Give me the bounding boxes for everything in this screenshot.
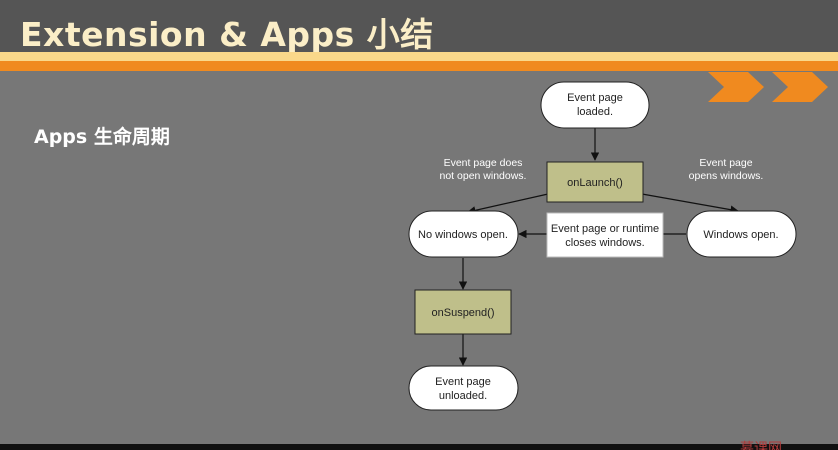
node-no-windows-open	[408, 210, 519, 258]
node-onlaunch-label: onLaunch()	[567, 177, 623, 189]
decor-stripe-yellow	[0, 52, 838, 61]
node-event-page-loaded-line2: loaded.	[577, 106, 613, 118]
node-onsuspend-label: onSuspend()	[432, 307, 495, 319]
node-event-page-loaded	[540, 81, 650, 129]
node-event-page-unloaded-line2: unloaded.	[439, 390, 487, 402]
node-onsuspend	[414, 289, 512, 335]
label-opens-line1: Event page	[699, 157, 752, 169]
bottom-band	[0, 444, 838, 450]
label-not-open-line1: Event page does	[444, 157, 523, 169]
node-windows-open	[686, 210, 797, 258]
slide-title: Extension & Apps 小结	[20, 15, 434, 54]
node-event-page-unloaded	[408, 365, 519, 411]
section-title: Apps 生命周期	[34, 126, 170, 148]
decor-stripe-orange	[0, 61, 838, 71]
node-windows-open-label: Windows open.	[703, 229, 778, 241]
node-closes-windows-line2: closes windows.	[565, 237, 644, 249]
node-no-windows-open-label: No windows open.	[418, 229, 508, 241]
watermark-logo: 慕课网	[740, 441, 782, 450]
label-not-open-line2: not open windows.	[440, 170, 527, 182]
title-bar: Extension & Apps 小结	[0, 0, 838, 54]
node-closes-windows-line1: Event page or runtime	[551, 223, 659, 235]
arrow-onlaunch-to-nowindows	[467, 193, 549, 215]
node-event-page-unloaded-line1: Event page	[435, 376, 491, 388]
node-closes-windows	[546, 212, 664, 258]
arrow-onlaunch-to-windowsopen	[641, 193, 739, 214]
node-event-page-loaded-line1: Event page	[567, 92, 623, 104]
label-opens-line2: opens windows.	[689, 170, 764, 182]
chevron-icon	[772, 72, 828, 102]
chevron-icon	[708, 72, 764, 102]
node-onlaunch	[546, 161, 644, 203]
